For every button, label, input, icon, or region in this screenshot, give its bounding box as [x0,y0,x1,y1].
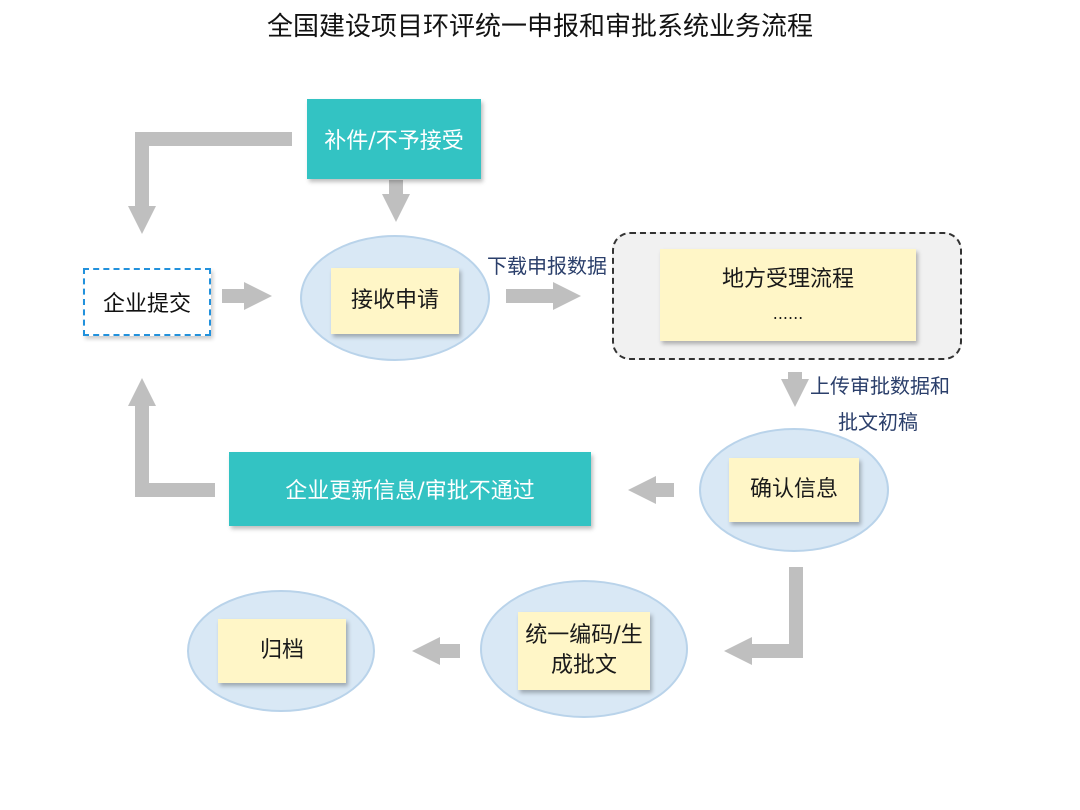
edge-label-upload-line2: 批文初稿 [838,410,918,434]
node-unify-code-line1: 统一编码/生 [525,623,643,649]
node-confirm-info-label: 确认信息 [749,477,838,503]
arrow-update-to-submit [128,378,215,497]
node-archive: 归档 [218,619,346,683]
node-update-or-reject-label: 企业更新信息/审批不通过 [285,479,535,504]
arrow-supplement-to-submit [128,132,292,234]
node-local-process-label: 地方受理流程 [721,267,854,293]
node-enterprise-submit: 企业提交 [83,268,211,336]
node-local-process-ellipsis: ...... [772,304,804,324]
node-enterprise-submit-label: 企业提交 [102,292,191,317]
node-update-or-reject: 企业更新信息/审批不通过 [229,452,591,526]
node-receive-application: 接收申请 [331,268,459,334]
page-title: 全国建设项目环评统一申报和审批系统业务流程 [266,12,813,42]
node-unify-code-line2: 成批文 [550,653,617,678]
arrow-confirm-to-unify [724,567,803,665]
node-confirm-info: 确认信息 [729,458,859,522]
node-archive-label: 归档 [259,638,304,664]
node-supplement-reject-label: 补件/不予接受 [324,129,464,154]
node-local-process: 地方受理流程 ...... [660,249,916,341]
edge-label-download: 下载申报数据 [487,254,607,278]
node-supplement-reject: 补件/不予接受 [307,99,481,179]
node-unify-code: 统一编码/生 成批文 [518,612,650,690]
node-receive-application-label: 接收申请 [350,288,439,314]
edge-label-upload-line1: 上传审批数据和 [810,374,950,398]
